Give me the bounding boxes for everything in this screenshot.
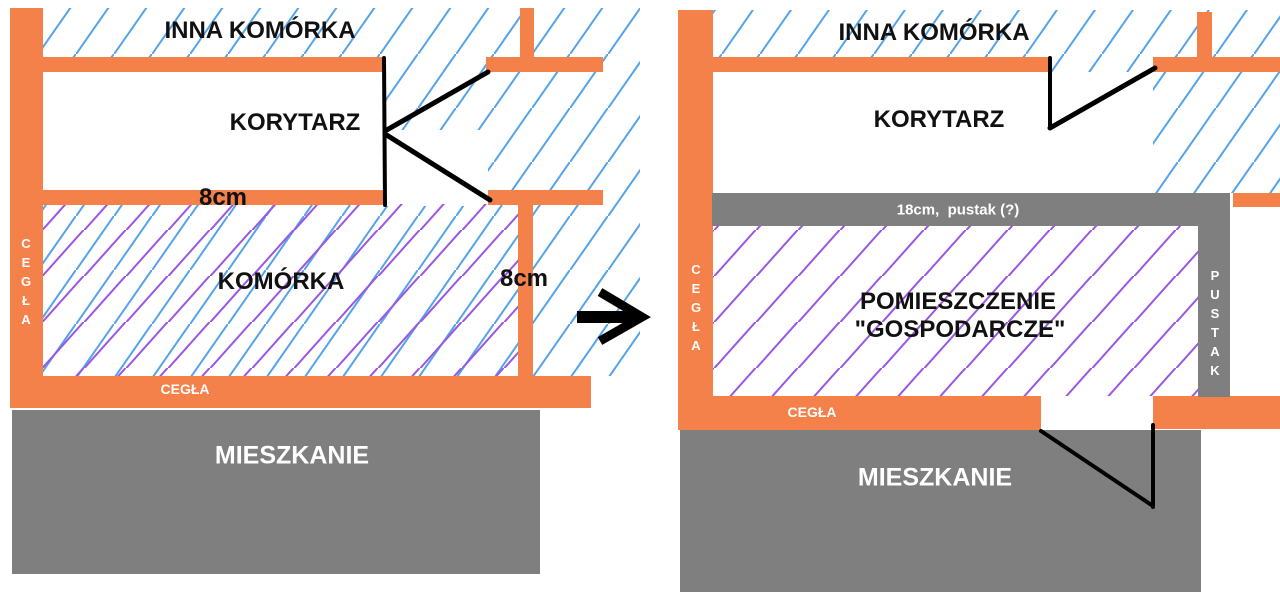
right-gray-walls: [680, 193, 1230, 592]
left-corridor-area: [43, 72, 385, 190]
left-wall-thickness-label: 8cm: [198, 184, 248, 211]
transform-arrow-icon: [577, 288, 651, 345]
right-pustak-east-wall: [1198, 226, 1230, 397]
left-east-wall-thickness-label: 8cm: [499, 265, 549, 292]
right-bottom-door-symbol: [1039, 423, 1155, 509]
left-west-wall: [10, 8, 43, 408]
left-brick-wall-label-bottom: CEGŁA: [160, 381, 210, 397]
left-apartment-block: [12, 410, 540, 574]
right-corridor-area: [713, 72, 1049, 193]
left-storage-east-wall: [518, 205, 533, 376]
right-pustak-wall-label-vertical: PUSTAK: [1207, 268, 1223, 382]
right-brick-walls: [678, 10, 1280, 430]
right-top-stub-wall: [1197, 12, 1212, 57]
right-floorplan: [678, 10, 1280, 592]
right-west-wall: [678, 10, 713, 430]
right-door-opening-area: [1049, 72, 1153, 193]
right-apartment-block: [680, 430, 1201, 592]
left-corridor-top-wall: [43, 57, 385, 72]
right-pustak-top-wall: [712, 193, 1230, 226]
right-brick-wall-label-bottom: CEGŁA: [787, 404, 837, 420]
right-pustak-wall-dimension-label: 18cm, pustak (?): [896, 201, 1020, 219]
right-corridor-label: KORYTARZ: [873, 106, 1005, 133]
right-brick-wall-label-vertical: CEGŁA: [688, 262, 704, 357]
left-apartment-label: MIESZKANIE: [214, 441, 370, 470]
left-corridor-bottom-wall-right: [488, 190, 603, 205]
left-corridor-top-wall-right: [486, 57, 603, 72]
left-south-brick-wall: [10, 376, 591, 408]
left-corridor-label: KORYTARZ: [229, 109, 361, 136]
left-other-storage-label: INNA KOMÓRKA: [164, 17, 356, 44]
right-corridor-top-wall: [713, 57, 1049, 72]
left-brick-walls: [10, 8, 603, 408]
right-utility-room-label-line1: POMIESZCZENIE: [859, 288, 1057, 315]
left-top-stub-wall: [520, 8, 534, 57]
right-corridor-top-wall-right: [1153, 57, 1280, 72]
right-top-door-symbol: [1047, 56, 1158, 131]
right-south-brick-wall-right: [1153, 396, 1280, 429]
left-storage-room-hatch: [43, 204, 518, 376]
left-door-symbol: [382, 56, 493, 207]
left-storage-room-label: KOMÓRKA: [217, 268, 345, 295]
right-utility-room-hatch: [713, 226, 1198, 396]
left-corridor-bottom-wall: [43, 190, 385, 205]
right-utility-room-label-line2: "GOSPODARCZE": [854, 316, 1066, 343]
right-other-storage-label: INNA KOMÓRKA: [838, 19, 1030, 46]
right-apartment-label: MIESZKANIE: [857, 463, 1013, 492]
right-east-strip-wall: [1233, 193, 1280, 207]
right-south-brick-wall: [678, 396, 1041, 430]
left-floorplan: [10, 8, 640, 574]
left-brick-wall-label-vertical: CEGŁA: [18, 236, 34, 331]
